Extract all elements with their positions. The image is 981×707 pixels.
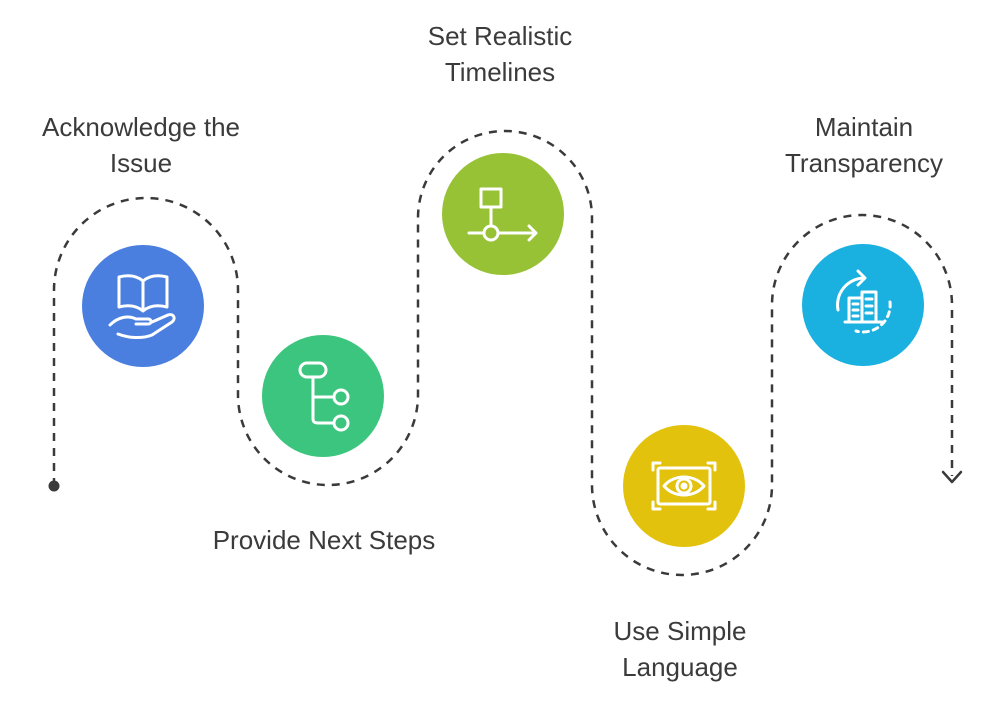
node-use-simple-language xyxy=(623,425,745,547)
step-label-use-simple-language: Use Simple Language xyxy=(613,616,747,682)
step-label-acknowledge-the-issue: Acknowledge the Issue xyxy=(41,112,241,178)
node-set-realistic-timelines xyxy=(442,153,564,275)
node-provide-next-steps xyxy=(262,335,384,457)
step-label-provide-next-steps: Provide Next Steps xyxy=(212,525,436,555)
path-end-arrow xyxy=(941,470,963,484)
step-label-maintain-transparency: Maintain Transparency xyxy=(785,112,943,178)
step-label-set-realistic-timelines: Set Realistic Timelines xyxy=(427,21,573,87)
open-book-hand-icon xyxy=(108,274,176,339)
flow-tree-icon xyxy=(298,361,350,432)
refresh-building-icon xyxy=(836,269,892,334)
node-circle xyxy=(442,153,564,275)
node-maintain-transparency xyxy=(802,244,924,366)
path-start-dot xyxy=(48,480,60,492)
process-flow-icon xyxy=(467,187,538,242)
node-acknowledge-the-issue xyxy=(82,245,204,367)
eye-frame-icon xyxy=(651,461,717,511)
